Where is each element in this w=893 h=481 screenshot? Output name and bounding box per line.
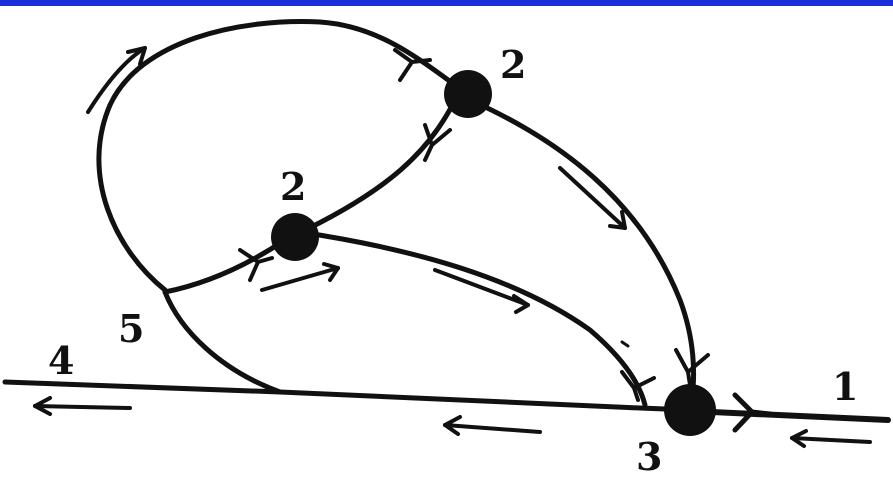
middle-to-bottom-curve xyxy=(297,229,648,408)
right-input-line xyxy=(709,409,891,423)
middle-node xyxy=(271,213,319,261)
outer-loop-curve xyxy=(96,19,465,293)
flow-arrow-bottom-left xyxy=(33,396,132,416)
arrowhead-middle-to-bottom xyxy=(620,370,656,402)
flow-arrow-right-diag xyxy=(558,166,627,230)
junction-to-baseline-curve xyxy=(162,289,283,395)
junction-to-middle-curve xyxy=(162,237,288,295)
flow-arrow-bottom-right xyxy=(790,429,872,448)
label-left-end: 4 xyxy=(48,338,74,383)
arrowhead-top-to-middle xyxy=(423,123,452,162)
top-to-middle-curve xyxy=(292,97,458,238)
flow-arrow-middle-lower xyxy=(260,262,340,292)
top-to-bottom-curve xyxy=(467,97,697,401)
flow-arrow-middle-right xyxy=(433,268,530,314)
label-junction: 5 xyxy=(118,306,144,351)
top-node xyxy=(444,70,492,118)
label-right-end: 1 xyxy=(832,364,858,409)
tick-mark xyxy=(620,340,630,348)
arrowhead-top-loop xyxy=(393,48,432,82)
flow-arrow-bottom-center xyxy=(443,415,542,436)
bottom-node xyxy=(664,384,716,436)
arrowhead-right-input xyxy=(732,392,773,433)
label-top-node: 2 xyxy=(500,42,526,87)
flow-arrow-upper-left xyxy=(86,46,147,114)
arrowhead-junction-to-middle xyxy=(238,248,274,282)
top-border-bar xyxy=(0,0,893,6)
arrowhead-right-curve xyxy=(674,348,710,387)
label-bottom-node: 3 xyxy=(636,434,662,479)
label-middle-node: 2 xyxy=(280,164,306,209)
